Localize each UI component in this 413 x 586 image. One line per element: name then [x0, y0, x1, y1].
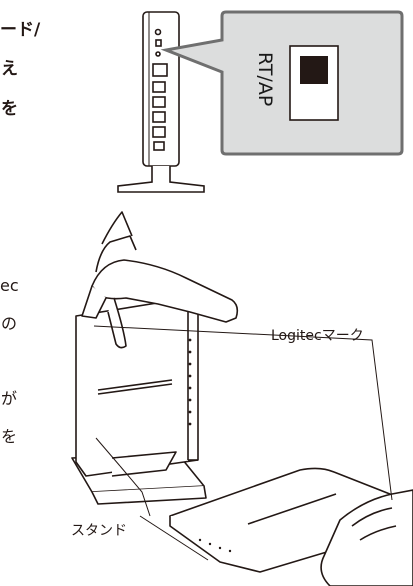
lan-port-3	[152, 111, 166, 123]
leader-stand	[119, 465, 151, 517]
thumb	[107, 297, 127, 349]
instruction-fragment-7: を	[1, 427, 18, 446]
instruction-fragment-5: の	[1, 314, 18, 333]
leader-lines	[93, 325, 393, 561]
stand-detached	[320, 489, 413, 586]
switch-knob	[300, 56, 328, 84]
instruction-fragment-3: を	[1, 99, 18, 119]
leader-logitec-mark	[93, 325, 393, 501]
logitec-mark-label: Logitecマーク	[271, 328, 364, 344]
reset-hole	[155, 51, 161, 57]
mode-switch-small	[155, 39, 162, 47]
stand-label: スタンド	[71, 523, 127, 539]
hand	[91, 259, 239, 323]
router-top-view	[117, 11, 205, 193]
instruction-fragment-6: が	[1, 389, 18, 408]
router-in-stand	[71, 211, 239, 505]
callout-bubble	[160, 10, 404, 156]
lan-port-1	[152, 81, 166, 93]
lan-port-2	[152, 96, 166, 108]
instruction-fragment-2: え	[1, 59, 18, 79]
lan-port-4	[152, 126, 166, 138]
router-body	[75, 297, 199, 477]
router-flat	[169, 467, 413, 586]
instruction-fragment-4: ec	[0, 276, 19, 295]
power-port	[153, 141, 165, 151]
router-stand-top	[117, 166, 205, 193]
instruction-fragment-1: ード/	[0, 20, 41, 40]
wan-port	[152, 63, 168, 77]
mode-switch-label: RT/AP	[254, 52, 276, 107]
led-indicator	[154, 28, 162, 36]
